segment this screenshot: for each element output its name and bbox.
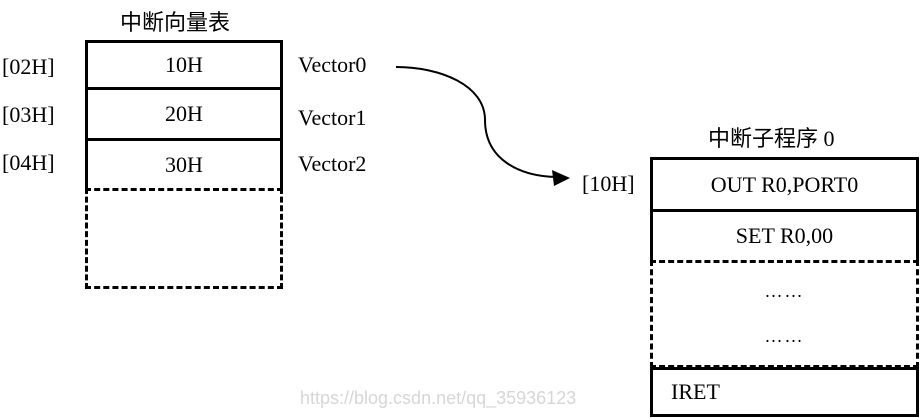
ellipsis-1: ……	[764, 326, 805, 346]
vector-label-2: Vector2	[298, 151, 367, 176]
subroutine-start-address: [10H]	[582, 171, 635, 196]
vector-label-1: Vector1	[298, 105, 367, 130]
subroutine-title: 中断子程序 0	[708, 126, 835, 151]
watermark: https://blog.csdn.net/qq_35936123	[300, 388, 577, 408]
ellipsis-0: ……	[764, 281, 805, 301]
vector-cell-empty	[85, 188, 283, 289]
vector-address-1: [03H]	[2, 102, 55, 127]
instruction-cell-1: SET R0,00	[650, 209, 919, 263]
instruction-ellipsis-block: …… ……	[650, 260, 919, 368]
vector-address-2: [04H]	[2, 150, 55, 175]
arrow-head	[552, 170, 570, 186]
instruction-cell-0: OUT R0,PORT0	[650, 157, 919, 212]
vector-address-0: [02H]	[2, 54, 55, 79]
arrow-curve	[395, 66, 557, 178]
vector-label-0: Vector0	[298, 52, 367, 77]
vector-cell-0: 10H	[85, 40, 283, 90]
vector-table-title: 中断向量表	[120, 10, 231, 35]
instruction-cell-iret: IRET	[650, 367, 919, 417]
iret-text: IRET	[671, 379, 720, 404]
